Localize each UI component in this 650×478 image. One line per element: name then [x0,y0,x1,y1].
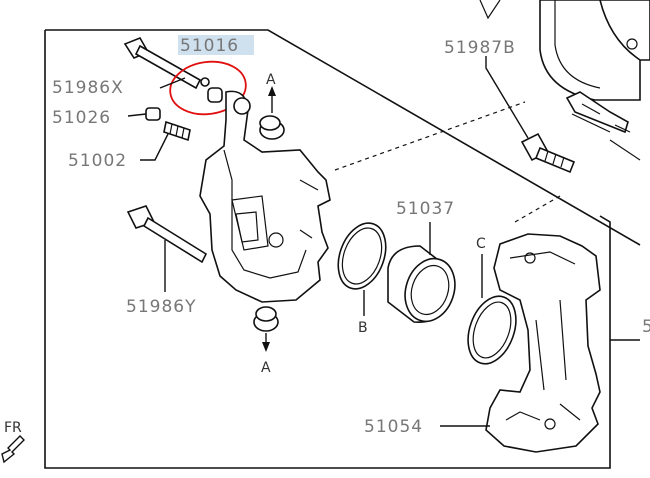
label-51037: 51037 [396,199,455,219]
diagram-frame [44,29,641,469]
guide-pin-51986y [126,205,208,264]
nut-lower-a [253,306,279,332]
label-51002: 51002 [68,151,127,171]
leader-51987b [485,56,529,139]
leader-51002 [140,133,169,161]
label-51987b: 51987B [444,38,516,58]
label-a-top: A [266,72,276,88]
arrow-a-top [268,86,276,96]
label-b: B [358,320,368,336]
pad-clip [565,91,641,161]
arrow-a-bottom [262,342,270,352]
label-c: C [476,236,486,252]
leader-51986x [159,77,186,89]
label-a-bottom: A [261,360,271,376]
front-direction-arrow-icon [1,435,25,464]
bushing-51026 [145,107,161,121]
guide-pin-51986x [123,36,210,90]
dashed-line-upper [334,101,526,171]
annotation-circle [169,60,247,116]
leader-51026 [127,113,147,117]
label-right-edge: 5 [642,317,650,337]
bleeder-51002 [163,120,191,142]
caliper-body [199,90,331,303]
label-51026: 51026 [52,108,111,128]
label-51016: 51016 [180,36,239,56]
brake-pad-fragment [479,0,650,101]
label-51986x: 51986X [52,78,124,98]
label-51054: 51054 [364,417,423,437]
piston-51037 [387,245,456,323]
pin-boot-51016 [207,87,223,103]
label-fr: FR [4,420,22,436]
label-highlight [178,35,254,55]
caliper-bracket-51054 [485,233,601,453]
seal-ring-b [337,222,387,290]
label-51986y: 51986Y [126,297,196,317]
dashed-line-lower [514,195,561,223]
dust-boot-c [467,295,517,365]
bolt-51987b [520,132,576,174]
nut-upper-a [259,115,285,140]
